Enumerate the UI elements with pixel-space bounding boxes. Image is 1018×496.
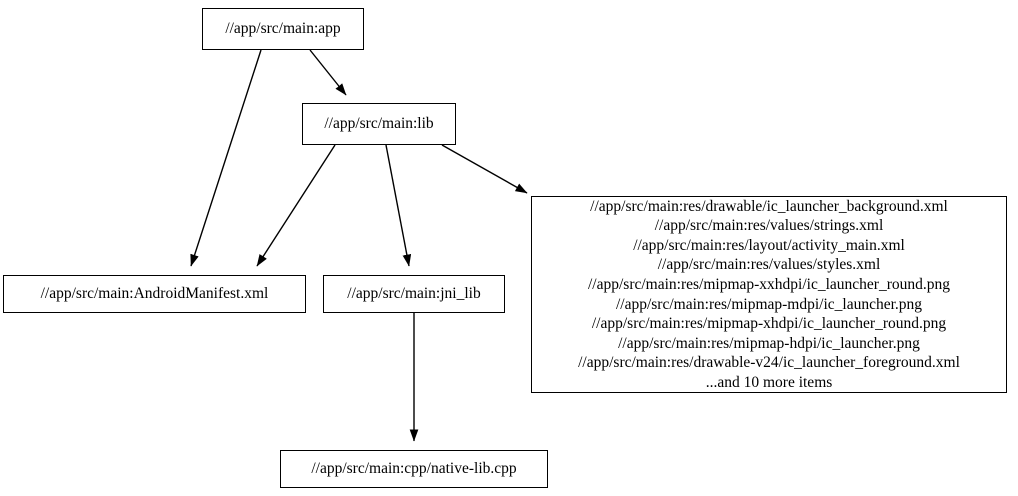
node-lib[interactable]: //app/src/main:lib xyxy=(302,103,456,145)
node-android-manifest-label: //app/src/main:AndroidManifest.xml xyxy=(40,285,269,303)
node-native-lib-cpp-label: //app/src/main:cpp/native-lib.cpp xyxy=(311,460,517,478)
node-lib-label: //app/src/main:lib xyxy=(324,115,434,133)
node-app[interactable]: //app/src/main:app xyxy=(202,8,364,50)
node-android-manifest[interactable]: //app/src/main:AndroidManifest.xml xyxy=(3,275,306,313)
node-native-lib-cpp[interactable]: //app/src/main:cpp/native-lib.cpp xyxy=(280,450,548,488)
edge-app-to-manifest xyxy=(190,49,262,267)
edge-lib-to-jni_lib xyxy=(385,144,412,267)
node-jni-lib[interactable]: //app/src/main:jni_lib xyxy=(323,275,505,313)
edge-lib-to-resources xyxy=(441,144,528,194)
node-resources-label: //app/src/main:res/drawable/ic_launcher_… xyxy=(578,197,960,391)
edge-app-to-lib xyxy=(309,49,347,96)
node-resources[interactable]: //app/src/main:res/drawable/ic_launcher_… xyxy=(531,196,1007,393)
node-app-label: //app/src/main:app xyxy=(225,20,341,38)
node-jni-lib-label: //app/src/main:jni_lib xyxy=(347,285,481,303)
edge-lib-to-manifest xyxy=(256,144,336,267)
